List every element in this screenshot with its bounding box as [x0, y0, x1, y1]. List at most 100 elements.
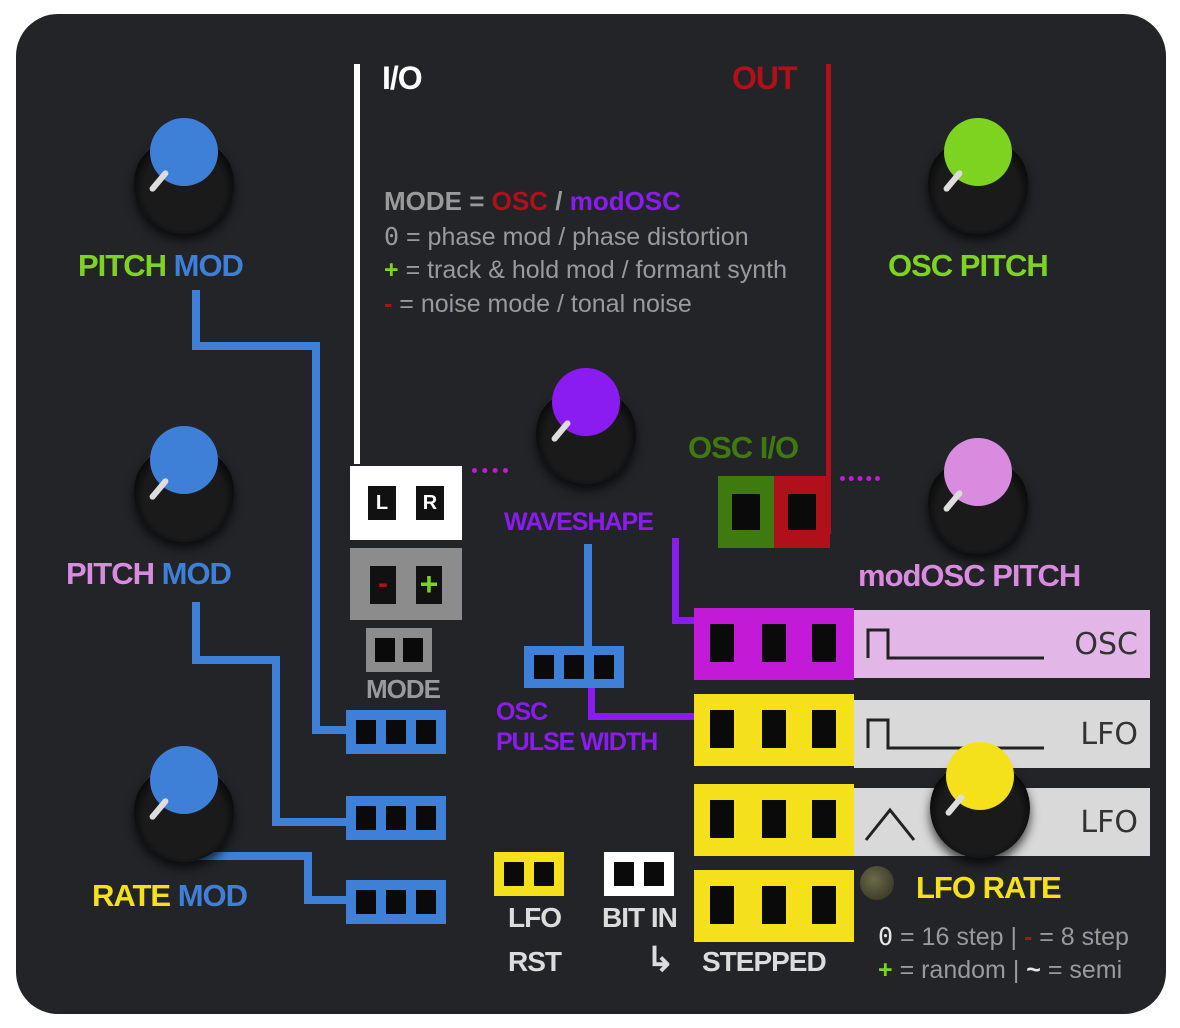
header-pin[interactable] [356, 890, 376, 914]
pitch-mod-knob-2[interactable] [134, 426, 234, 542]
wire-rm-h2 [304, 896, 348, 904]
modosc-pitch-knob[interactable] [928, 438, 1028, 554]
lfo-info-text: = 8 step [1039, 923, 1129, 951]
mod-word: MOD [177, 878, 248, 913]
header-pin[interactable] [614, 862, 634, 886]
plus-symbol: + [878, 956, 893, 984]
wire-pm2-v1 [192, 602, 200, 664]
zero-symbol: 0 [384, 222, 400, 251]
mode-label: MODE [366, 674, 441, 704]
mode-info-line-0: 0 = phase mod / phase distortion [384, 222, 749, 252]
header-pin[interactable] [594, 655, 614, 679]
mode-header[interactable] [366, 628, 432, 672]
wire-pm1-h2 [312, 726, 348, 734]
rate-mod-header[interactable] [346, 880, 446, 924]
wire-rm-v2 [304, 852, 312, 904]
modosc-pitch-label: modOSC PITCH [858, 558, 1081, 593]
wire-pm1-v1 [192, 290, 200, 350]
lfo-rst-header[interactable] [494, 852, 564, 896]
header-pin[interactable] [534, 862, 554, 886]
pulse-width-label-2: PULSE WIDTH [496, 728, 658, 756]
mode-info-prefix: MODE = [384, 186, 485, 216]
header-pin[interactable] [375, 638, 395, 662]
stepped-header[interactable] [694, 870, 854, 942]
lfo-led [860, 866, 894, 900]
square-wave-icon [866, 718, 1044, 750]
io-right-jack[interactable]: R [416, 486, 444, 520]
stripe-label: LFO [1080, 716, 1138, 752]
minus-symbol: - [1023, 923, 1033, 951]
header-pin[interactable] [356, 806, 376, 830]
plus-symbol: + [384, 256, 399, 284]
rate-mod-knob[interactable] [134, 746, 234, 862]
square-wave-icon [866, 628, 1044, 660]
pitch-mod-1-header[interactable] [346, 710, 446, 754]
io-line [354, 64, 360, 464]
lfo-rst-label-2: RST [508, 946, 562, 977]
triangle-wave-icon [864, 807, 916, 841]
polarity-minus[interactable]: - [370, 566, 396, 604]
wire-pw-lfo-h [588, 713, 696, 720]
pulse-width-label-1: OSC [496, 698, 548, 726]
io-label: I/O [382, 60, 423, 96]
bit-in-label: BIT IN [602, 902, 678, 933]
header-pin[interactable] [416, 890, 436, 914]
header-pin[interactable] [644, 862, 664, 886]
pitch-mod-2-header[interactable] [346, 796, 446, 840]
header-pin[interactable] [534, 655, 554, 679]
header-pin[interactable] [416, 720, 436, 744]
lfo-rate-knob[interactable] [930, 742, 1030, 858]
wire-pm1-h1 [192, 342, 320, 350]
osc-wave-header[interactable] [694, 608, 854, 680]
bit-in-header[interactable] [604, 852, 674, 896]
header-pin[interactable] [356, 720, 376, 744]
header-pin[interactable] [416, 806, 436, 830]
waveshape-label: WAVESHAPE [504, 508, 654, 536]
pitch-mod-label-1: PITCH MOD [78, 248, 244, 284]
pitch-mod-label-2: PITCH MOD [66, 556, 232, 592]
polarity-jack[interactable]: - + [350, 548, 462, 620]
lfo-square-header[interactable] [694, 694, 854, 766]
lfo-info-text: = 16 step | [900, 923, 1018, 951]
osc-io-out-jack[interactable] [774, 476, 830, 548]
osc-io-label: OSC I/O [688, 430, 799, 465]
mode-info-sep: / [555, 186, 563, 216]
mode-info-modosc: modOSC [569, 186, 681, 216]
lfo-info-line-1: 0 = 16 step | - = 8 step [878, 922, 1129, 952]
wire-waveshape-osc [672, 538, 679, 624]
minus-symbol: - [384, 290, 393, 318]
lfo-info-text: = random | [899, 956, 1020, 984]
mod-word: MOD [161, 556, 232, 591]
header-pin[interactable] [386, 890, 406, 914]
header-pin[interactable] [403, 638, 423, 662]
wire-pm2-h2 [272, 818, 348, 826]
mode-info-text-2: = noise mode / tonal noise [399, 290, 692, 318]
header-pin[interactable] [564, 655, 584, 679]
osc-pitch-knob[interactable] [928, 118, 1028, 234]
header-pin[interactable] [386, 806, 406, 830]
mode-info-osc: OSC [491, 186, 548, 216]
io-lr-jack[interactable]: L R [350, 466, 462, 540]
polarity-plus[interactable]: + [416, 566, 442, 604]
header-pin[interactable] [504, 862, 524, 886]
wire-rm-h1 [186, 852, 312, 860]
wire-pm2-h1 [192, 656, 280, 664]
stripe-label: LFO [1080, 804, 1138, 840]
stepped-label: STEPPED [702, 946, 827, 977]
wire-waveshape-osc-h [672, 617, 696, 624]
rate-mod-label: RATE MOD [92, 878, 248, 914]
lfo-triangle-header[interactable] [694, 784, 854, 856]
waveshape-knob[interactable] [536, 368, 636, 484]
io-left-jack[interactable]: L [368, 486, 396, 520]
osc-wave-stripe: OSC [854, 610, 1150, 678]
dots-io [472, 468, 508, 473]
pitch-word: PITCH [66, 556, 155, 591]
pulse-width-header[interactable] [524, 646, 624, 688]
osc-io-in-jack[interactable] [718, 476, 774, 548]
pitch-mod-knob-1[interactable] [134, 118, 234, 234]
header-pin[interactable] [386, 720, 406, 744]
tilde-symbol: ~ [1026, 956, 1041, 984]
lfo-info-line-2: + = random | ~ = semi [878, 956, 1122, 985]
lfo-info-text: = semi [1047, 956, 1123, 984]
mode-info-line-1: + = track & hold mod / formant synth [384, 256, 787, 285]
